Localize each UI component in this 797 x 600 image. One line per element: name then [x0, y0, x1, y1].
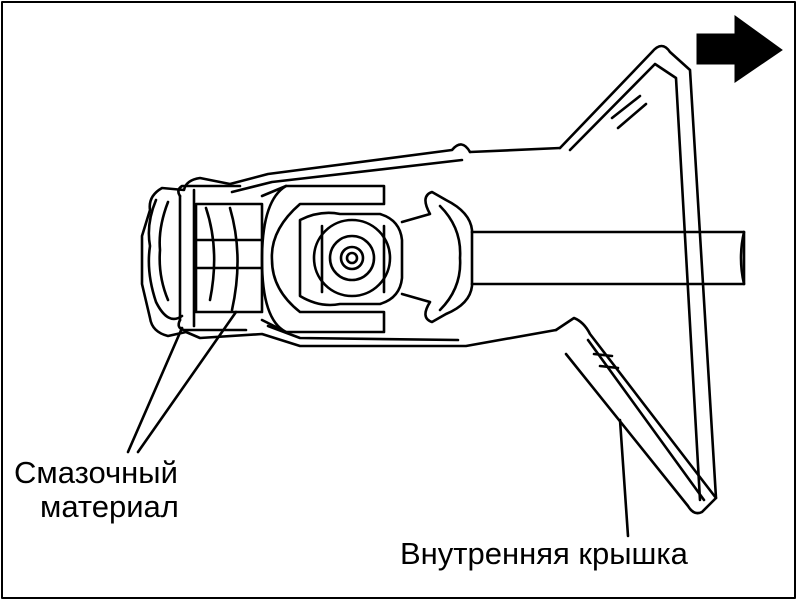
grease-cavity	[194, 202, 264, 314]
grease-leader-lines	[126, 310, 238, 454]
arrow-right-icon	[696, 15, 783, 83]
grease-label: Смазочный материал	[14, 456, 179, 524]
inner-cover-lower-fin	[554, 316, 718, 515]
roller	[312, 218, 392, 298]
inner-hub	[400, 190, 474, 324]
tripod-spider	[298, 211, 404, 307]
grease-label-line1: Смазочный	[14, 455, 178, 490]
inner-cover-leader-line	[618, 418, 630, 538]
boot-end-cap	[147, 184, 248, 332]
drive-shaft	[470, 230, 746, 286]
boot-housing	[140, 143, 562, 348]
inner-cover-upper-fin	[558, 44, 718, 502]
inner-cover-label: Внутренняя крышка	[400, 536, 688, 571]
joint-outer-race	[260, 184, 386, 334]
grease-label-line2: материал	[40, 489, 179, 524]
